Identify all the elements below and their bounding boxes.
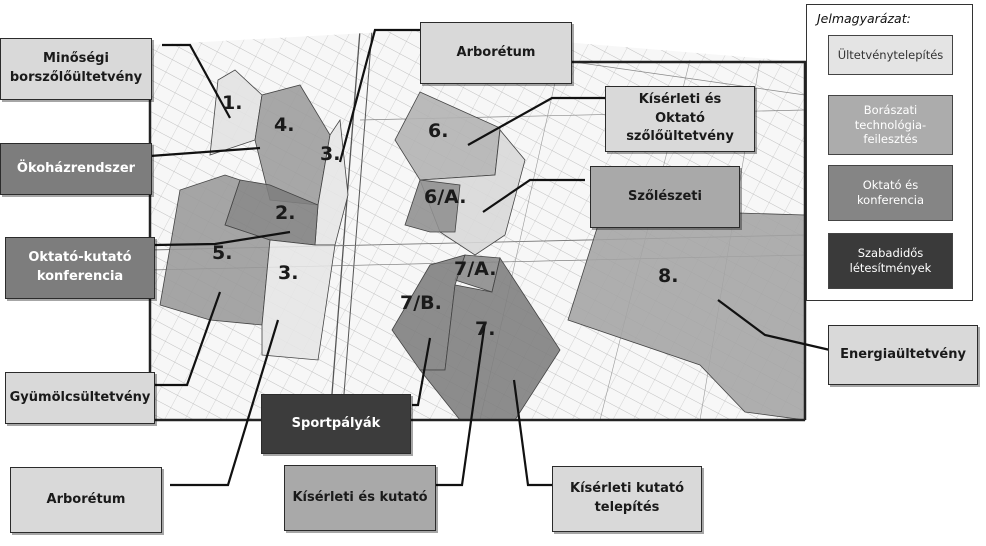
zone-label-7b: 7/B.: [400, 292, 442, 314]
callout-gyumolcsultetveny: Gyümölcsültetvény: [5, 372, 155, 424]
zone-3-bottom: [261, 239, 336, 361]
callout-szoleszeti: Szőlészeti: [590, 166, 740, 228]
zone-label-3-bottom: 3.: [278, 262, 299, 284]
legend-item-label: Borászati technológia-feilesztés: [854, 102, 927, 147]
zone-label-5: 5.: [212, 242, 233, 264]
zone-layer: [159, 69, 806, 421]
callout-kiserleti-kutato-telepites: Kísérleti kutató telepítés: [552, 466, 702, 532]
zone-label-4: 4.: [274, 114, 295, 136]
callout-arboretum-bottom: Arborétum: [10, 467, 162, 533]
legend-title: Jelmagyarázat:: [817, 11, 911, 26]
legend: Jelmagyarázat: Ültetvénytelepítés Borász…: [806, 4, 973, 301]
callout-kiserleti-es-kutato: Kísérleti és kutató: [284, 465, 436, 531]
callout-minosegi-borszolo: Minőségi borszőlőültetvény: [0, 38, 152, 100]
map-frame-right: [560, 60, 807, 420]
zone-label-2: 2.: [275, 202, 296, 224]
zone-6a: [404, 179, 461, 233]
legend-item-oktato-konferencia: Oktató és konferencia: [828, 165, 953, 221]
callout-sportpalyak: Sportpályák: [261, 394, 411, 454]
zone-label-1: 1.: [222, 92, 243, 114]
zone-label-8: 8.: [658, 265, 679, 287]
zone-label-6: 6.: [428, 120, 449, 142]
zone-label-3-top: 3.: [320, 143, 341, 165]
legend-item-boraszati: Borászati technológia-feilesztés: [828, 95, 953, 155]
zone-label-7a: 7/A.: [454, 258, 497, 280]
legend-item-label: Szabadidős létesítmények: [849, 246, 932, 275]
zone-label-6a: 6/A.: [424, 186, 467, 208]
callout-energiaultetveny: Energiaültetvény: [828, 325, 978, 385]
legend-item-label: Ültetvénytelepítés: [837, 47, 944, 62]
legend-item-label: Oktató és konferencia: [856, 178, 925, 207]
leader-lines: [149, 28, 831, 487]
zone-5: [159, 174, 271, 326]
zone-label-7: 7.: [475, 318, 496, 340]
callout-okohazrendszer: Ökoházrendszer: [0, 143, 152, 195]
legend-item-szabadidos: Szabadidős létesítmények: [828, 233, 953, 289]
legend-item-ultetvenytelepites: Ültetvénytelepítés: [828, 35, 953, 75]
callout-arboretum-top: Arborétum: [420, 22, 572, 84]
callout-oktato-kutato-konferencia: Oktató-kutató konferencia: [5, 237, 155, 299]
callout-kiserleti-oktato-szolo: Kísérleti és Oktató szőlőültetvény: [605, 86, 755, 152]
